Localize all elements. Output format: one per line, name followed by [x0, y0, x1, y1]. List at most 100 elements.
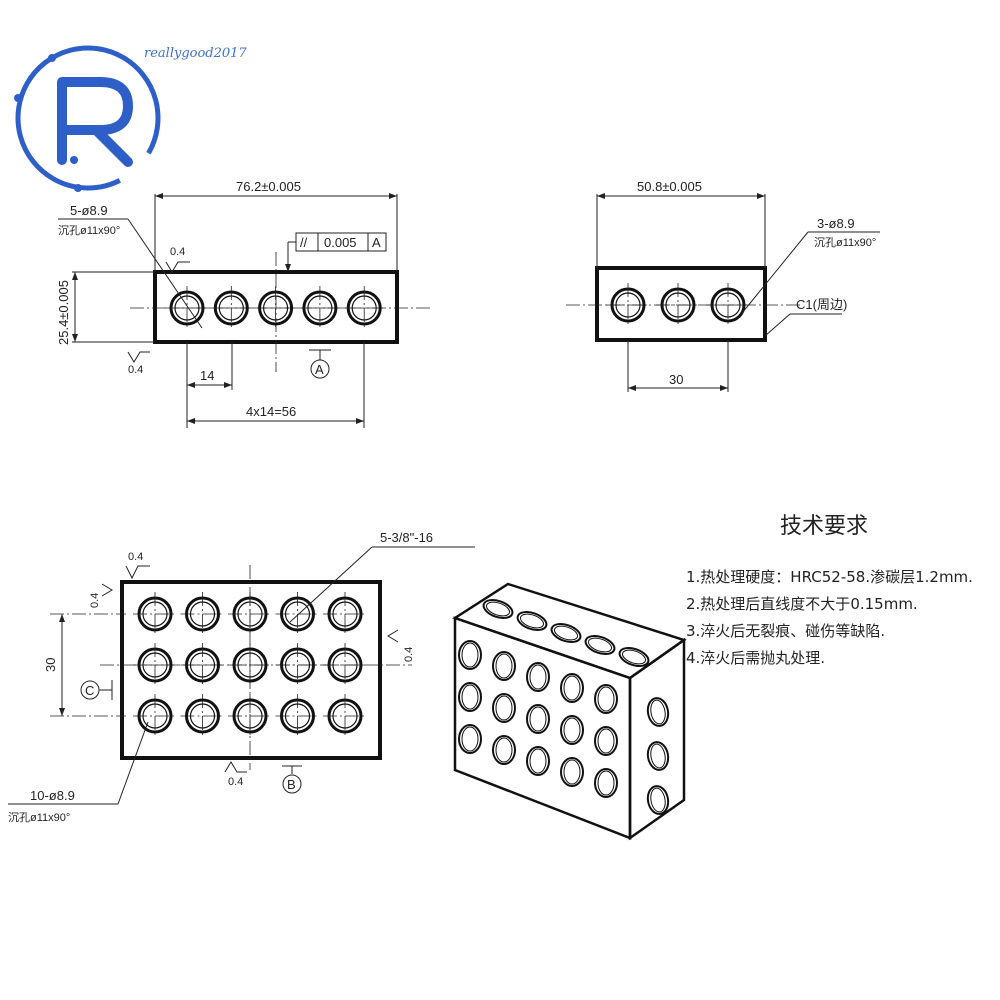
- isometric-view: [452, 582, 687, 841]
- tolerance-datum: A: [372, 235, 381, 250]
- top-hole: [133, 694, 177, 738]
- iso-front-hole: [560, 757, 584, 787]
- top-roughness-bottom: 0.4: [228, 776, 243, 788]
- top-roughness-left: 0.4: [89, 593, 101, 608]
- tolerance-value: 0.005: [324, 235, 357, 250]
- top-hole-spec: 10-ø8.9: [30, 788, 75, 803]
- iso-front-hole: [492, 735, 516, 765]
- requirement-item: 3.淬火后无裂痕、碰伤等缺陷.: [686, 622, 885, 640]
- front-hole-spec: 5-ø8.9: [70, 203, 108, 218]
- top-block-outline: [120, 580, 382, 760]
- top-hole: [275, 592, 320, 636]
- front-hole: [342, 286, 387, 330]
- top-hole: [275, 643, 320, 687]
- top-view: 5-3/8"-16 0.4 0.4 0.4 0.4 30 C: [8, 530, 475, 824]
- tolerance-symbol: //: [300, 235, 308, 250]
- iso-front-hole: [458, 640, 482, 670]
- front-hole: [297, 286, 342, 330]
- top-hole: [228, 592, 272, 636]
- iso-side-hole: [646, 697, 670, 727]
- iso-front-hole: [594, 768, 618, 798]
- logo: reallygood2017: [14, 45, 247, 192]
- iso-front-hole: [458, 724, 482, 754]
- top-thread-spec: 5-3/8"-16: [380, 530, 433, 545]
- side-hole-spec: 3-ø8.9: [817, 216, 855, 231]
- iso-front-hole: [492, 651, 516, 681]
- iso-side-face: [628, 637, 686, 841]
- top-hole: [228, 643, 272, 687]
- top-hole: [180, 694, 225, 738]
- iso-front-hole: [594, 684, 618, 714]
- requirements-title: 技术要求: [780, 514, 868, 539]
- front-datum-a: A: [315, 362, 324, 377]
- iso-front-hole: [492, 693, 516, 723]
- iso-holes: [458, 598, 670, 815]
- iso-top-hole: [482, 598, 514, 620]
- side-span-dim: 30: [669, 372, 683, 387]
- front-roughness-left: 0.4: [128, 364, 143, 376]
- front-roughness-top: 0.4: [170, 246, 185, 258]
- iso-top-hole: [550, 622, 582, 644]
- top-hole: [133, 643, 177, 687]
- front-tolerance-frame: // 0.005 A: [285, 232, 387, 272]
- logo-dot: [14, 94, 22, 102]
- side-hole: [656, 283, 700, 327]
- top-hole: [275, 694, 320, 738]
- top-roughness-right: 0.4: [403, 647, 415, 662]
- top-hole: [180, 643, 225, 687]
- front-pitch-dim: 14: [200, 368, 214, 383]
- iso-front-hole: [526, 746, 550, 776]
- top-hole: [323, 694, 367, 738]
- side-hole: [606, 283, 650, 327]
- logo-dot: [70, 156, 78, 164]
- side-block-outline: [595, 266, 767, 342]
- side-view: 50.8±0.005 3-ø8.9 沉孔ø11x90° C1(周边) 30: [566, 179, 880, 392]
- side-holes: [606, 283, 750, 327]
- iso-top-hole: [584, 634, 616, 656]
- requirement-item: 1.热处理硬度：HRC52-58.渗碳层1.2mm.: [686, 568, 973, 586]
- top-holes: [133, 592, 367, 738]
- top-hole: [133, 592, 177, 636]
- iso-top-hole: [618, 646, 650, 668]
- iso-front-hole: [560, 673, 584, 703]
- top-datum-c: C: [85, 683, 94, 698]
- front-holes: [165, 286, 387, 330]
- logo-letter-r: [57, 77, 134, 167]
- iso-front-hole: [526, 704, 550, 734]
- front-hole: [209, 286, 254, 330]
- iso-front-hole: [458, 682, 482, 712]
- logo-dot: [74, 184, 82, 192]
- front-chamfer-spec: 沉孔ø11x90°: [58, 224, 120, 237]
- top-row-span: 30: [43, 658, 58, 672]
- front-pitch-total: 4x14=56: [246, 404, 296, 419]
- iso-front-hole: [594, 726, 618, 756]
- front-height-dim: 25.4±0.005: [56, 280, 71, 345]
- logo-dot: [48, 54, 56, 62]
- front-hole: [253, 286, 298, 330]
- top-hole: [323, 592, 367, 636]
- logo-ring: [15, 45, 161, 191]
- iso-front-hole: [560, 715, 584, 745]
- side-hole: [706, 283, 750, 327]
- front-view: 76.2±0.005 25.4±0.005 5-ø8.9 沉孔ø11x90° 0…: [56, 179, 430, 428]
- top-roughness-top: 0.4: [128, 551, 143, 563]
- technical-requirements: 技术要求 1.热处理硬度：HRC52-58.渗碳层1.2mm. 2.热处理后直线…: [686, 514, 973, 667]
- front-hole: [165, 286, 209, 330]
- front-length-dim: 76.2±0.005: [236, 179, 301, 194]
- iso-top-hole: [516, 610, 548, 632]
- iso-side-hole: [646, 785, 670, 815]
- top-datum-b: B: [287, 777, 296, 792]
- requirement-item: 2.热处理后直线度不大于0.15mm.: [686, 595, 918, 613]
- top-hole: [180, 592, 225, 636]
- logo-text: reallygood2017: [144, 46, 247, 61]
- iso-front-hole: [526, 662, 550, 692]
- requirement-item: 4.淬火后需抛丸处理.: [686, 649, 825, 667]
- top-hole: [228, 694, 272, 738]
- side-chamfer-spec: 沉孔ø11x90°: [814, 236, 876, 249]
- top-chamfer-spec: 沉孔ø11x90°: [8, 811, 70, 824]
- side-edge-chamfer: C1(周边): [796, 297, 847, 312]
- iso-side-hole: [646, 741, 670, 771]
- top-hole: [323, 643, 367, 687]
